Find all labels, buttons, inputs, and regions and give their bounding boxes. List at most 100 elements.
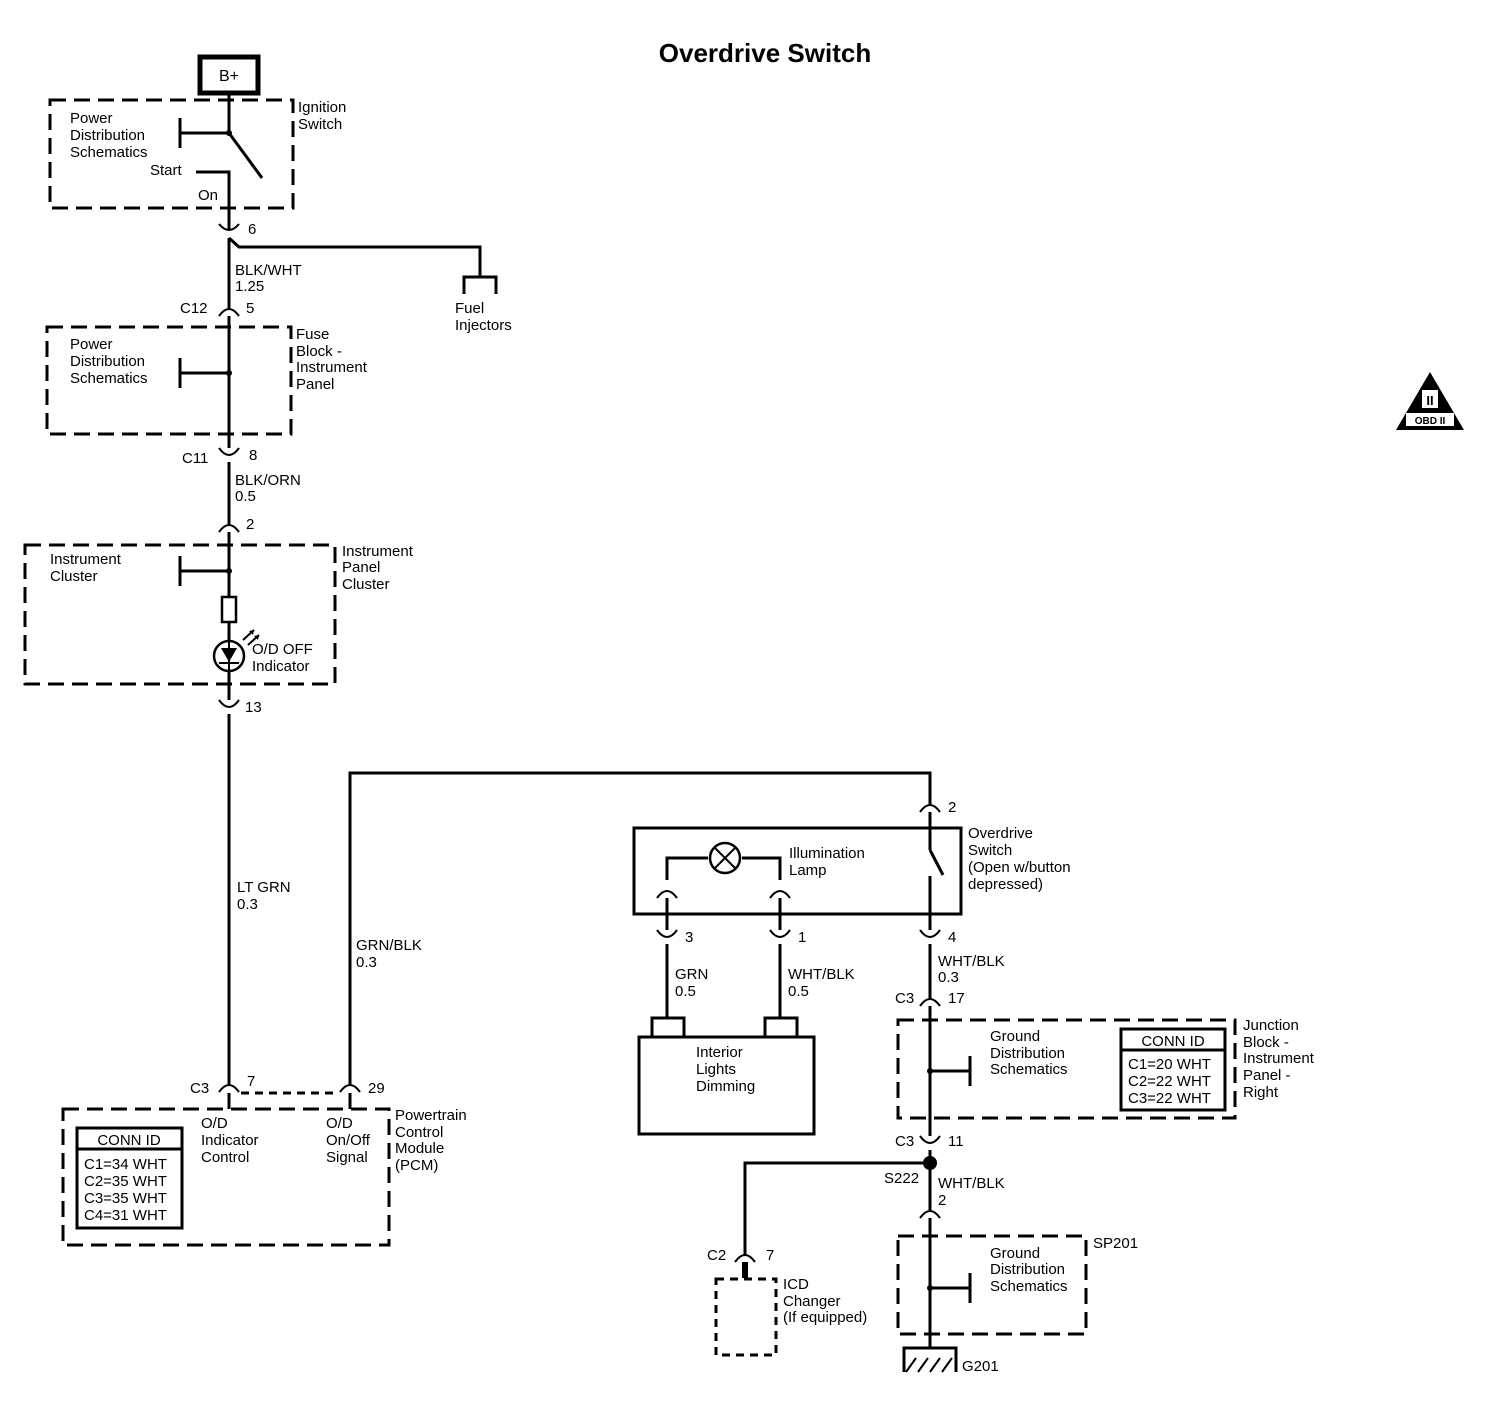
c11-connector xyxy=(218,447,240,456)
fuse-block: Power Distribution Schematics Fuse Block… xyxy=(45,316,368,448)
wire-grn-size: 0.5 xyxy=(675,983,696,1000)
fuse-name-4: Panel xyxy=(296,376,334,393)
c2-icd-label: C2 xyxy=(707,1247,726,1264)
junction-block: Ground Distribution Schematics Junction … xyxy=(896,1006,1315,1136)
interior-lights-3: Dimming xyxy=(696,1078,755,1095)
jb-ref-1: Ground xyxy=(990,1028,1040,1045)
c12-label: C12 xyxy=(180,300,208,317)
led-indicator-icon xyxy=(212,629,260,673)
sw-name-1: Overdrive xyxy=(968,825,1033,842)
ign-name-1: Ignition xyxy=(298,99,346,116)
fuel-injectors-1: Fuel xyxy=(455,300,484,317)
pcm-conn-row-2: C2=35 WHT xyxy=(84,1173,167,1190)
ign-on-label: On xyxy=(198,187,218,204)
jb-name-2: Block - xyxy=(1243,1034,1289,1051)
pcm-left-1: O/D xyxy=(201,1115,228,1132)
ign-start-label: Start xyxy=(150,162,183,179)
sw-name-3: (Open w/button xyxy=(968,859,1071,876)
jb-conn-title: CONN ID xyxy=(1141,1033,1205,1050)
obd-ii-icon: II OBD II xyxy=(1396,372,1464,430)
ipc-pin-2-connector xyxy=(218,524,240,533)
ipc-pin-13-connector xyxy=(218,699,240,708)
pin-ipc-out: 13 xyxy=(245,699,262,716)
jb-ref-3: Schematics xyxy=(990,1061,1068,1078)
pin-c11: 8 xyxy=(249,447,257,464)
icd-label-1: ICD xyxy=(783,1276,809,1293)
wire-grn-blk xyxy=(348,771,932,1086)
ipc-name-3: Cluster xyxy=(342,576,390,593)
wire-blk-wht-color: BLK/WHT xyxy=(235,262,302,279)
fuse-ref-3: Schematics xyxy=(70,370,148,387)
pin-c12: 5 xyxy=(246,300,254,317)
pin-ipc-in: 2 xyxy=(246,516,254,533)
lamp-label-2: Lamp xyxy=(789,862,827,879)
overdrive-switch-block: Illumination Lamp Overdrive Switch (Open… xyxy=(632,812,1071,930)
ipc-ref-1: Instrument xyxy=(50,551,122,568)
pcm-conn-row-4: C4=31 WHT xyxy=(84,1207,167,1224)
pcm-name-3: Module xyxy=(395,1140,444,1157)
ground-label: G201 xyxy=(962,1358,999,1375)
pin-pcm-29: 29 xyxy=(368,1080,385,1097)
interior-lights-2: Lights xyxy=(696,1061,736,1078)
fuse-name-2: Block - xyxy=(296,343,342,360)
wire-blk-wht-size: 1.25 xyxy=(235,278,264,295)
jb-ref-2: Distribution xyxy=(990,1045,1065,1062)
sw-name-4: depressed) xyxy=(968,876,1043,893)
battery-label: B+ xyxy=(219,68,239,85)
ignition-switch-block: Power Distribution Schematics Ignition S… xyxy=(48,93,346,230)
instrument-panel-cluster: Instrument Cluster Instrument Panel Clus… xyxy=(23,532,414,700)
c12-connector xyxy=(218,308,240,317)
wire-grn-blk-color: GRN/BLK xyxy=(356,937,422,954)
jb-conn-row-1: C1=20 WHT xyxy=(1128,1056,1211,1073)
ground-block-connector xyxy=(919,1210,941,1219)
wire-to-icd xyxy=(743,1161,930,1256)
pin-icd-7: 7 xyxy=(766,1247,774,1264)
ign-name-2: Switch xyxy=(298,116,342,133)
fuse-ref-2: Distribution xyxy=(70,353,145,370)
icd-label-3: (If equipped) xyxy=(783,1309,867,1326)
resistor xyxy=(220,595,238,624)
gnd-ref-1: Ground xyxy=(990,1245,1040,1262)
wire-blk-orn-size: 0.5 xyxy=(235,488,256,505)
ipc-name-1: Instrument xyxy=(342,543,414,560)
pcm-conn-row-3: C3=35 WHT xyxy=(84,1190,167,1207)
jb-name-4: Panel - xyxy=(1243,1067,1291,1084)
ign-ref-2: Distribution xyxy=(70,127,145,144)
indicator-label-1: O/D OFF xyxy=(252,641,313,658)
ground-icon xyxy=(902,1346,958,1373)
sw-pin-2-connector xyxy=(919,804,941,813)
pcm-right-1: O/D xyxy=(326,1115,353,1132)
fuse-name-3: Instrument xyxy=(296,359,368,376)
pcm-block: O/D Indicator Control O/D On/Off Signal … xyxy=(61,1093,467,1247)
jb-pin-11-connector xyxy=(919,1135,941,1144)
pcm-name-2: Control xyxy=(395,1124,443,1141)
pcm-left-3: Control xyxy=(201,1149,249,1166)
splice-pack-label: SP201 xyxy=(1093,1235,1138,1252)
jb-conn-row-3: C3=22 WHT xyxy=(1128,1090,1211,1107)
fuel-injector-terminal xyxy=(462,275,498,294)
gnd-ref-3: Schematics xyxy=(990,1278,1068,1295)
pcm-right-3: Signal xyxy=(326,1149,368,1166)
interior-lights-dimming-block: Interior Lights Dimming xyxy=(637,1035,816,1136)
wire-wht-blk-1-color: WHT/BLK xyxy=(788,966,855,983)
ign-ref-3: Schematics xyxy=(70,144,148,161)
wire-grn-color: GRN xyxy=(675,966,708,983)
pin-sw-3: 3 xyxy=(685,929,693,946)
jb-name-5: Right xyxy=(1243,1084,1279,1101)
pin-6-connector xyxy=(218,223,240,231)
splice-label: S222 xyxy=(884,1170,919,1187)
pcm-name-4: (PCM) xyxy=(395,1157,438,1174)
ground-distribution-block: Ground Distribution Schematics SP201 xyxy=(896,1218,1138,1348)
interior-lights-1: Interior xyxy=(696,1044,743,1061)
jb-name-3: Instrument xyxy=(1243,1050,1315,1067)
pcm-conn-id-table: CONN ID C1=34 WHT C2=35 WHT C3=35 WHT C4… xyxy=(75,1126,184,1230)
sw-pin-1-connector xyxy=(769,929,791,938)
fuel-injectors-2: Injectors xyxy=(455,317,512,334)
pcm-right-2: On/Off xyxy=(326,1132,371,1149)
jb-conn-row-2: C2=22 WHT xyxy=(1128,1073,1211,1090)
pin-ign-out: 6 xyxy=(248,221,256,238)
pin-sw-1: 1 xyxy=(798,929,806,946)
sw-pin-3-connector xyxy=(656,929,678,938)
pcm-pin-29-connector xyxy=(339,1084,361,1093)
